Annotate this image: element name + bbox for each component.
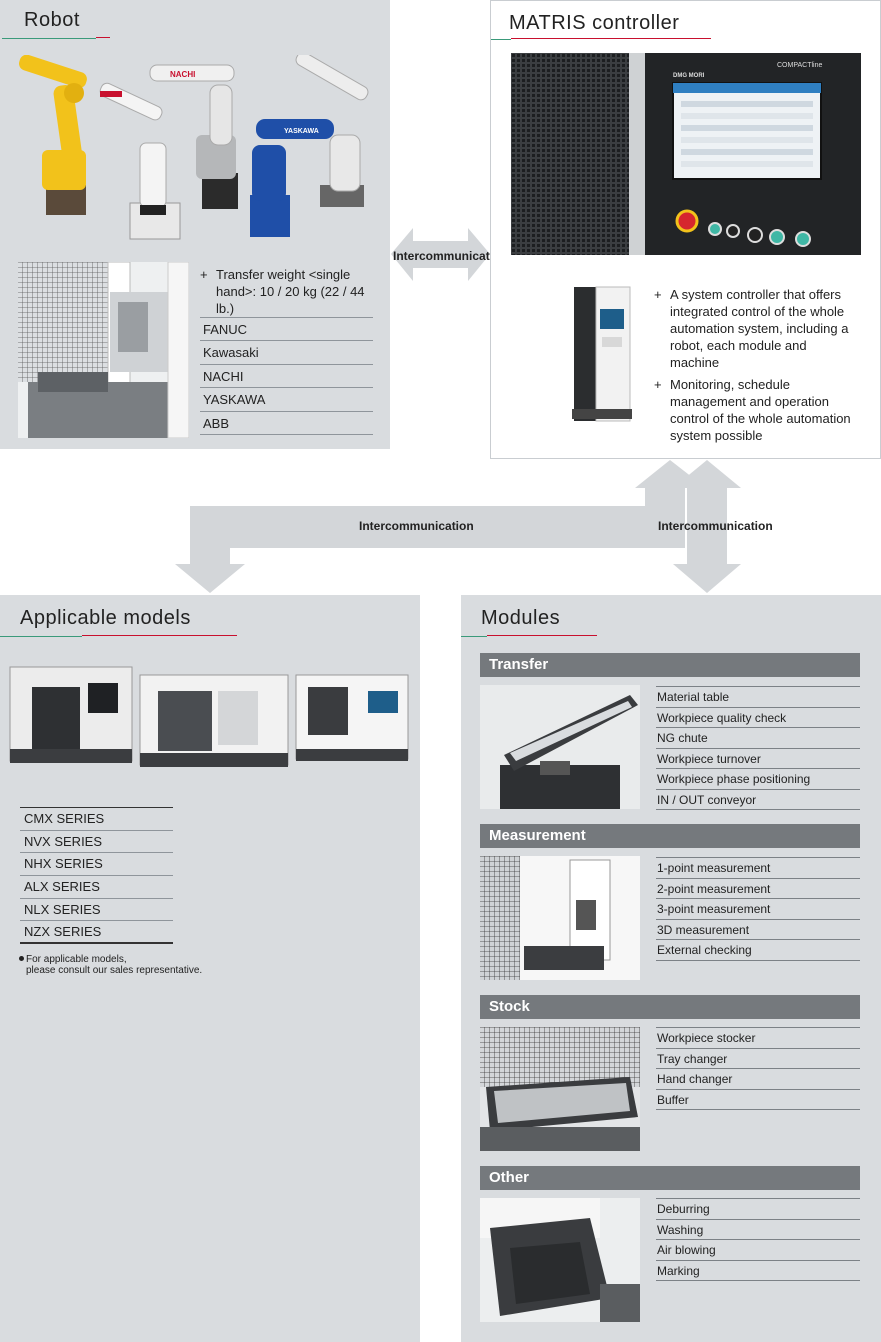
note-bullet-icon: [19, 956, 24, 961]
module-item: Washing: [656, 1220, 860, 1240]
module-item: Workpiece turnover: [656, 749, 860, 769]
nachi-logo: NACHI: [170, 70, 195, 79]
module-item: NG chute: [656, 728, 860, 749]
module-item: Tray changer: [656, 1049, 860, 1069]
measurement-list: 1-point measurement 2-point measurement …: [656, 857, 860, 961]
title-underline-red: [511, 38, 711, 39]
brand-item: ABB: [200, 412, 373, 435]
title-underline-red: [96, 37, 110, 38]
matris-cabinet-image: [566, 285, 636, 425]
brand-item: FANUC: [200, 318, 373, 342]
module-item: Workpiece phase positioning: [656, 769, 860, 790]
title-underline: [2, 38, 96, 39]
series-list: CMX SERIES NVX SERIES NHX SERIES ALX SER…: [20, 807, 173, 945]
note-line-1: For applicable models,: [26, 954, 127, 965]
title-underline: [461, 636, 487, 637]
module-header-transfer: Transfer: [480, 653, 860, 677]
matris-bullets: A system controller that offers integrat…: [654, 286, 854, 449]
robot-brand-list: FANUC Kawasaki NACHI YASKAWA ABB: [200, 317, 373, 435]
series-item: NLX SERIES: [20, 899, 173, 922]
module-item: Material table: [656, 687, 860, 708]
robot-panel: Robot NACHI YASKAWA: [0, 0, 390, 449]
brand-item: NACHI: [200, 365, 373, 389]
robot-spec-text: Transfer weight <single hand>: 10 / 20 k…: [200, 266, 384, 317]
stock-list: Workpiece stocker Tray changer Hand chan…: [656, 1027, 860, 1110]
module-header-stock: Stock: [480, 995, 860, 1019]
module-item: 3D measurement: [656, 920, 860, 940]
modules-title: Modules: [481, 607, 561, 629]
measurement-image: [480, 856, 640, 980]
stock-image: [480, 1027, 640, 1151]
robots-image: NACHI YASKAWA: [12, 55, 384, 245]
robot-title: Robot: [24, 9, 80, 31]
double-arrow-horizontal: [391, 228, 490, 281]
module-item: 3-point measurement: [656, 899, 860, 920]
machines-image: [8, 657, 410, 797]
transfer-list: Material table Workpiece quality check N…: [656, 686, 860, 810]
module-item: Deburring: [656, 1199, 860, 1220]
compactline-logo: COMPACTline: [777, 62, 822, 69]
module-header-measurement: Measurement: [480, 824, 860, 848]
module-item: Buffer: [656, 1090, 860, 1110]
module-item: Hand changer: [656, 1069, 860, 1090]
applicable-note: For applicable models, please consult ou…: [19, 954, 202, 976]
module-item: 1-point measurement: [656, 858, 860, 879]
series-item: NVX SERIES: [20, 831, 173, 854]
intercommunication-arrows: [175, 460, 741, 593]
note-line-2: please consult our sales representative.: [26, 965, 203, 976]
title-underline: [0, 636, 82, 637]
title-underline-red: [82, 635, 237, 636]
series-item: NHX SERIES: [20, 853, 173, 877]
robot-cell-image: [18, 262, 189, 438]
title-underline: [491, 39, 511, 40]
module-item: Workpiece quality check: [656, 708, 860, 728]
intercom-label-right: Intercommunication: [658, 519, 773, 533]
robot-spec: Transfer weight <single hand>: 10 / 20 k…: [200, 266, 384, 322]
brand-item: YASKAWA: [200, 388, 373, 412]
intercom-label-middle: Intercommunication: [359, 519, 474, 533]
matris-title: MATRIS controller: [509, 12, 680, 34]
brand-item: Kawasaki: [200, 341, 373, 365]
intercom-label-top: Intercommunication: [393, 249, 508, 263]
applicable-title: Applicable models: [20, 607, 191, 629]
module-header-other: Other: [480, 1166, 860, 1190]
title-underline-red: [487, 635, 597, 636]
other-list: Deburring Washing Air blowing Marking: [656, 1198, 860, 1281]
module-item: IN / OUT conveyor: [656, 790, 860, 810]
module-item: Air blowing: [656, 1240, 860, 1261]
yaskawa-logo: YASKAWA: [284, 128, 319, 135]
module-item: 2-point measurement: [656, 879, 860, 899]
matris-bullet: Monitoring, schedule management and oper…: [654, 376, 854, 444]
other-image: [480, 1198, 640, 1322]
matris-panel: MATRIS controller: [490, 0, 881, 459]
series-item: ALX SERIES: [20, 876, 173, 899]
matris-screen-image: COMPACTline DMG MORI: [511, 53, 861, 255]
series-item: NZX SERIES: [20, 921, 173, 945]
series-item: CMX SERIES: [20, 808, 173, 831]
matris-bullet: A system controller that offers integrat…: [654, 286, 854, 371]
module-item: Marking: [656, 1261, 860, 1281]
transfer-image: [480, 685, 640, 809]
module-item: Workpiece stocker: [656, 1028, 860, 1049]
applicable-models-panel: Applicable models CMX SERIES NVX SERIES …: [0, 595, 420, 1342]
module-item: External checking: [656, 940, 860, 961]
dmg-mori-logo: DMG MORI: [673, 73, 705, 79]
